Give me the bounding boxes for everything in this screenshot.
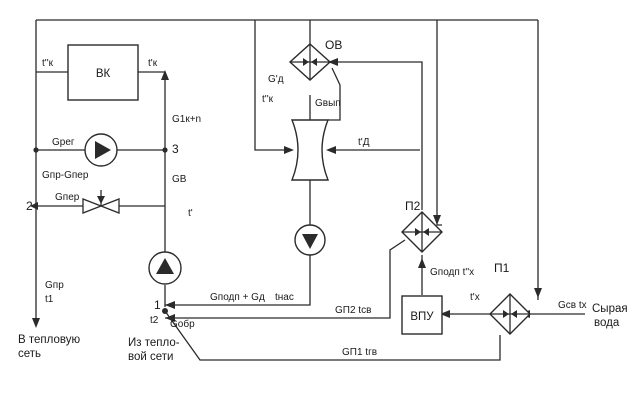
deaerator-right-arrow (326, 146, 336, 154)
makeup-pump-arrow (302, 234, 318, 249)
label-t1: t1 (45, 294, 54, 305)
node-2-label: 2 (26, 199, 33, 213)
makeup-arrow (165, 301, 175, 309)
p2-label: П2 (405, 199, 421, 213)
label-from-heat-net-1: Из тепло- (128, 337, 180, 349)
return-line (164, 310, 501, 361)
p2-return-arrow (165, 314, 175, 322)
label-raw-water-1: Сырая (592, 303, 628, 315)
label-t-nas: tнас (275, 292, 294, 303)
label-t-x-prime: t'х (470, 292, 480, 303)
vpu-unit (401, 295, 443, 335)
label-g-reg: Gрег (52, 137, 75, 148)
label-g-pr-minus-per: Gпр-Gпер (42, 170, 89, 181)
p2-right-arrow (433, 215, 441, 225)
p2-return-line (165, 239, 406, 319)
label-t-prime: t' (188, 208, 193, 219)
label-to-heat-net-2: сеть (18, 348, 41, 360)
vpu-in-arrow (440, 310, 450, 318)
p1-label: П1 (494, 261, 510, 275)
ov-heat-exchanger-icon (288, 43, 332, 81)
node-3-dot (162, 147, 168, 153)
label-g-vyp: Gвып (315, 98, 341, 109)
label-g-p2-t-sv: GП2 tсв (335, 305, 371, 316)
junction-dot (33, 147, 39, 153)
label-t-k-d: t''к (262, 94, 274, 105)
deaerator-in-arrow (284, 146, 294, 154)
label-from-heat-net-2: вой сети (128, 351, 173, 363)
p1-top-arrow (534, 288, 542, 298)
p2-heat-exchanger-icon (401, 211, 443, 253)
vk-boiler (67, 44, 139, 101)
bypass-arrow-left (30, 202, 38, 210)
label-g-obr: Gобр (170, 318, 195, 330)
p1-heat-exchanger-icon (489, 293, 531, 335)
label-g-sv-t-x: Gсв tх (558, 300, 587, 311)
label-g-d-prime: G'д (268, 74, 284, 85)
ov-right-line (330, 61, 423, 150)
vk-label: ВК (96, 68, 111, 80)
label-g-p1-t-sv: GП1 tгв (342, 347, 377, 358)
label-t-k2: t''к (42, 58, 54, 69)
supply-arrow-down (32, 318, 40, 328)
bypass-valve-icon (82, 190, 120, 214)
network-pump-arrow (156, 258, 174, 274)
label-t2: t2 (150, 315, 159, 326)
vent-loop (328, 67, 341, 121)
node-3-label: 3 (172, 142, 179, 156)
label-g-podp-t-x: Gподп t''х (430, 267, 474, 278)
p2-right-line (436, 20, 442, 226)
p2-up-arrow (418, 258, 426, 268)
label-t-k1: t'к (148, 58, 158, 69)
label-g-1k-n: G1к+n (172, 114, 201, 125)
label-g-pr: Gпр (45, 280, 64, 291)
node-1-label: 1 (154, 298, 161, 312)
label-to-heat-net-1: В тепловую (18, 334, 80, 346)
label-t-d: t'Д (358, 137, 370, 148)
label-raw-water-2: вода (594, 317, 620, 329)
ov-label: ОВ (325, 38, 342, 52)
vpu-label: ВПУ (410, 311, 434, 323)
label-g-v: GВ (172, 174, 187, 185)
deaerator-left-branch (254, 20, 292, 151)
boiler-up-arrow (161, 70, 169, 80)
label-g-podp-g-d: Gподп + Gд (210, 292, 265, 303)
deaerator-icon (290, 119, 330, 181)
ov-in-arrow (328, 58, 338, 66)
recirc-pump-arrow (95, 141, 111, 159)
label-g-per: Gпер (55, 192, 80, 203)
makeup-line (165, 255, 311, 306)
